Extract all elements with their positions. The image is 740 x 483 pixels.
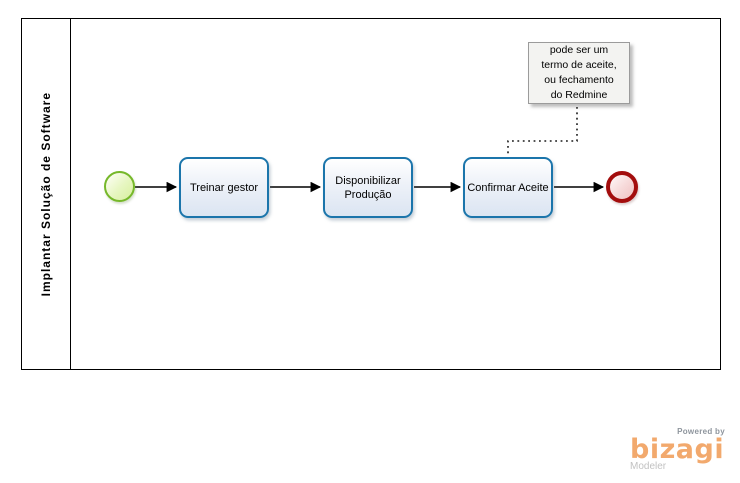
end-event[interactable] xyxy=(606,171,638,203)
task-disponibilizar-producao[interactable]: Disponibilizar Produção xyxy=(323,157,413,218)
powered-by-text: Powered by xyxy=(677,427,725,436)
pool-label-strip[interactable]: Implantar Solução de Software xyxy=(22,19,71,369)
task-confirmar-aceite[interactable]: Confirmar Aceite xyxy=(463,157,553,218)
modeler-text: Modeler xyxy=(630,461,667,472)
task-label: Treinar gestor xyxy=(189,181,259,194)
pool-implantar-solucao[interactable]: Implantar Solução de Software xyxy=(21,18,721,370)
task-label: Disponibilizar Produção xyxy=(335,174,401,201)
task-treinar-gestor[interactable]: Treinar gestor xyxy=(179,157,269,218)
annotation-line: do Redmine xyxy=(550,89,608,101)
annotation-line: pode ser um xyxy=(549,44,609,56)
start-event[interactable] xyxy=(104,171,135,202)
annotation-line: termo de aceite, xyxy=(541,59,617,71)
pool-label: Implantar Solução de Software xyxy=(39,91,53,297)
text-annotation[interactable]: pode ser um termo de aceite, ou fechamen… xyxy=(528,42,630,104)
annotation-line: ou fechamento xyxy=(544,74,614,86)
bizagi-branding: Powered by bizagi Modeler xyxy=(630,427,725,472)
bizagi-logo: bizagi xyxy=(630,434,725,465)
task-label: Confirmar Aceite xyxy=(467,181,549,194)
